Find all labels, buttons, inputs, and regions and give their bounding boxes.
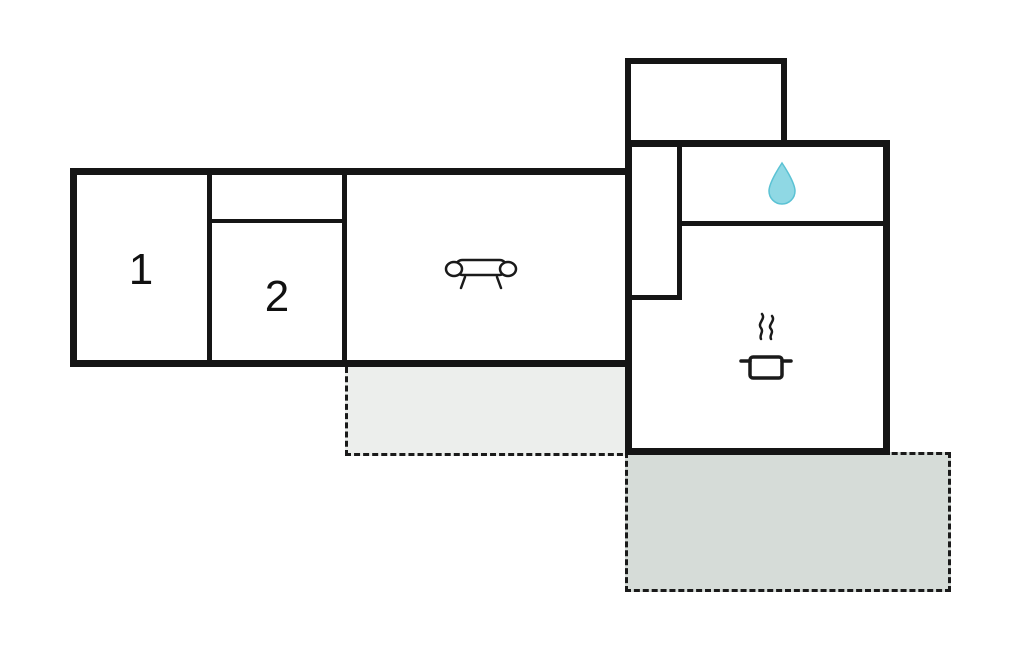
wall-hallway-horizontal — [629, 295, 682, 300]
room-2-label: 2 — [264, 272, 290, 321]
terrace-kitchen — [625, 452, 951, 592]
wall-bathroom-kitchen — [680, 221, 886, 226]
cooking-pot-icon — [739, 312, 793, 380]
water-drop-icon — [768, 161, 796, 205]
wall-hallway-vertical — [677, 146, 682, 300]
terrace-living — [345, 367, 632, 456]
entry-room — [625, 58, 787, 146]
sofa-icon — [444, 258, 518, 290]
wall-between-room2-living — [342, 168, 347, 367]
bedroom-wing — [70, 168, 632, 367]
wall-closet-room2 — [210, 219, 344, 223]
wall-between-room1-room2 — [207, 168, 212, 367]
room-1-label: 1 — [128, 245, 154, 294]
